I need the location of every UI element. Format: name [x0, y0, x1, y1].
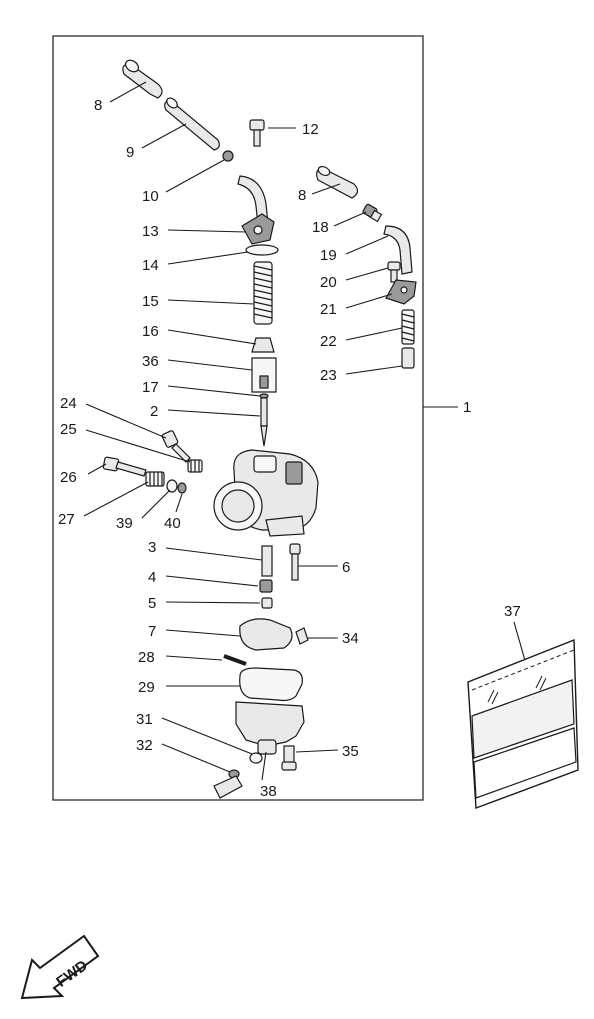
part-19-cable-tube [383, 225, 413, 275]
callout-39: 39 [116, 515, 133, 532]
part-5-jet [261, 597, 273, 609]
part-31-washer [249, 752, 263, 764]
part-37-gasket-kit-bag: 37 [467, 603, 579, 809]
callout-34: 34 [342, 630, 359, 647]
part-8-choke-cap [316, 165, 359, 199]
callout-10: 10 [142, 188, 159, 205]
part-8-throttle-cap [122, 59, 163, 99]
callout-35: 35 [342, 743, 359, 760]
callout-29: 29 [138, 679, 155, 696]
part-20-screw [387, 261, 401, 283]
callout-31: 31 [136, 711, 153, 728]
callout-18: 18 [312, 219, 329, 236]
callout-16: 16 [142, 323, 159, 340]
callout-9: 9 [126, 144, 134, 161]
callout-27: 27 [58, 511, 75, 528]
callout-7: 7 [148, 623, 156, 640]
part-17-clip [259, 393, 269, 399]
callout-37: 37 [504, 603, 521, 620]
callout-numbers: 8 9 10 12 13 14 15 16 36 17 2 24 25 26 2… [58, 97, 359, 800]
part-13-bracket [241, 213, 275, 245]
part-21-bracket [385, 279, 417, 305]
callout-36: 36 [142, 353, 159, 370]
callout-19: 19 [320, 247, 337, 264]
part-24-screw [161, 430, 191, 463]
part-4-main-jet [259, 579, 273, 593]
part-12-screw [249, 119, 265, 147]
part-27-spring [145, 471, 165, 487]
part-16-retainer [251, 337, 275, 353]
part-23-plunger [401, 347, 415, 369]
callout-32: 32 [136, 737, 153, 754]
part-35-screw [281, 745, 297, 771]
part-39-washer [166, 479, 178, 493]
callout-4: 4 [148, 569, 156, 586]
callout-17: 17 [142, 379, 159, 396]
callout-28: 28 [138, 649, 155, 666]
part-34-needle-valve [295, 627, 309, 645]
callout-8-right: 8 [298, 187, 306, 204]
part-9-tube [164, 97, 220, 151]
callout-38: 38 [260, 783, 277, 800]
callout-26: 26 [60, 469, 77, 486]
float-chamber [235, 701, 305, 755]
callout-5: 5 [148, 595, 156, 612]
part-22-spring [401, 309, 415, 345]
part-18-fitting [362, 203, 383, 223]
part-3-jet-holder [261, 545, 273, 577]
assembly-frame [52, 35, 424, 801]
callout-24: 24 [60, 395, 77, 412]
callout-6: 6 [342, 559, 350, 576]
callout-20: 20 [320, 274, 337, 291]
callout-21: 21 [320, 301, 337, 318]
callout-14: 14 [142, 257, 159, 274]
carburetor-body [213, 449, 319, 537]
part-6-pilot-jet [289, 543, 301, 581]
part-15-spring [253, 261, 273, 325]
part-28-pin [223, 654, 247, 666]
callout-3: 3 [148, 539, 156, 556]
callout-23: 23 [320, 367, 337, 384]
leader-lines [83, 81, 403, 781]
callout-12: 12 [302, 121, 319, 138]
callout-40: 40 [164, 515, 181, 532]
callout-13: 13 [142, 223, 159, 240]
part-7-float [239, 618, 293, 651]
part-26-air-screw [102, 456, 147, 477]
part-25-spring [187, 459, 203, 473]
fwd-arrow: FWD [20, 934, 100, 1000]
assembly-label: 1 [463, 399, 471, 416]
part-2-needle [260, 397, 268, 447]
part-36-throttle-valve [251, 357, 277, 393]
callout-15: 15 [142, 293, 159, 310]
part-38-drain-bolt [213, 775, 243, 799]
part-10-nut [222, 150, 234, 162]
callout-22: 22 [320, 333, 337, 350]
callout-2: 2 [150, 403, 158, 420]
part-40-o-ring [177, 482, 187, 494]
part-29-gasket [239, 667, 303, 702]
part-14-gasket [245, 244, 279, 256]
callout-25: 25 [60, 421, 77, 438]
callout-8: 8 [94, 97, 102, 114]
